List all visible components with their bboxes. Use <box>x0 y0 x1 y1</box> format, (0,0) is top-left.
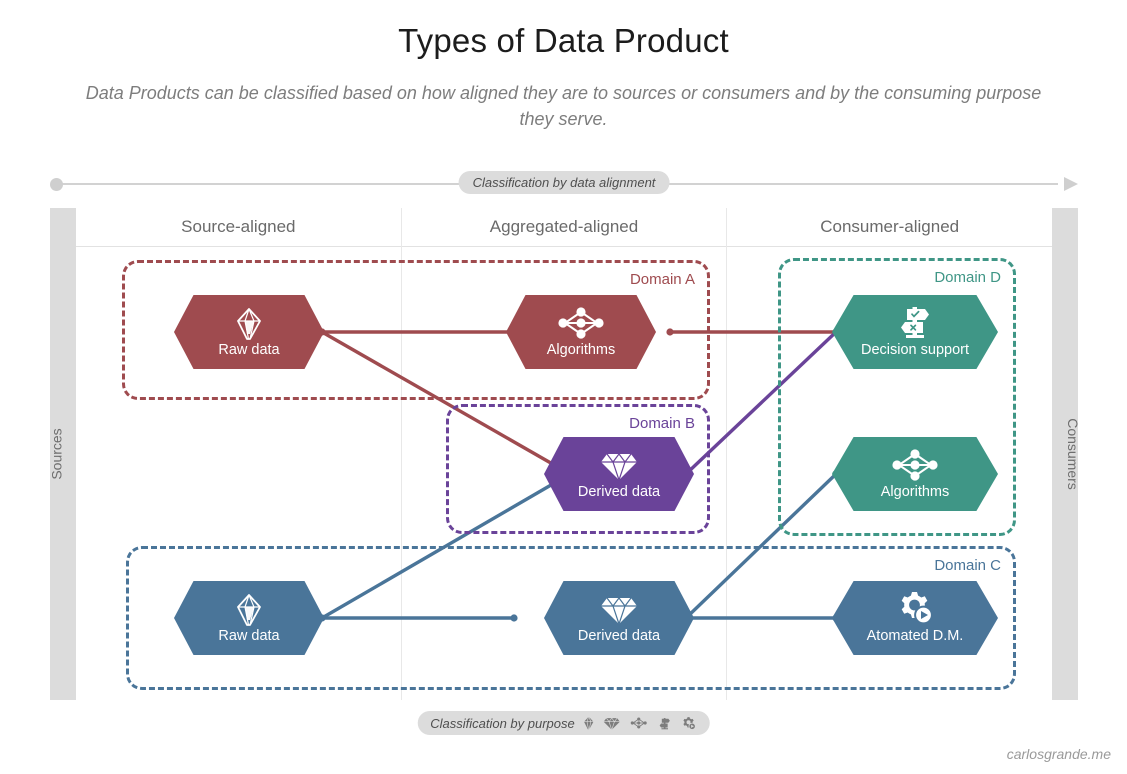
node-derived-data-domain-b[interactable]: Derived data <box>544 437 694 511</box>
raw-crystal-icon <box>583 715 595 731</box>
alignment-axis-label: Classification by data alignment <box>458 171 670 194</box>
node-label: Algorithms <box>546 342 616 358</box>
alignment-axis: Classification by data alignment <box>50 171 1078 194</box>
raw-crystal-icon <box>235 592 263 626</box>
domain-label-d: Domain D <box>934 269 1001 286</box>
node-label: Algorithms <box>880 484 950 500</box>
purpose-legend: Classification by purpose <box>417 711 710 735</box>
page-subtitle: Data Products can be classified based on… <box>85 83 1042 130</box>
domain-box-b: Domain B <box>446 404 710 534</box>
node-decision-support-domain-d[interactable]: Decision support <box>832 295 998 369</box>
raw-crystal-icon <box>235 306 263 340</box>
node-raw-data-domain-a[interactable]: Raw data <box>174 295 324 369</box>
domain-label-c: Domain C <box>934 557 1001 574</box>
signpost-icon <box>657 716 673 731</box>
column-header-consumer-aligned: Consumer-aligned <box>726 208 1052 246</box>
gear-play-icon <box>895 592 935 626</box>
node-algorithms-domain-d[interactable]: Algorithms <box>832 437 998 511</box>
domain-box-a: Domain A <box>122 260 710 400</box>
algorithm-nodes-icon <box>553 306 609 340</box>
consumers-bar <box>1052 208 1078 700</box>
node-label: Decision support <box>861 342 969 358</box>
domain-box-d: Domain D <box>778 258 1016 536</box>
node-label: Raw data <box>218 628 280 644</box>
credit-text: carlosgrande.me <box>1006 746 1111 762</box>
dot-icon <box>50 178 63 191</box>
domain-label-a: Domain A <box>629 271 695 288</box>
diamond-icon <box>599 592 639 626</box>
node-derived-data-domain-c[interactable]: Derived data <box>544 581 694 655</box>
node-automated-dm-domain-c[interactable]: Atomated D.M. <box>832 581 998 655</box>
purpose-legend-label: Classification by purpose <box>430 715 575 731</box>
node-raw-data-domain-c[interactable]: Raw data <box>174 581 324 655</box>
column-header-row: Source-aligned Aggregated-aligned Consum… <box>76 208 1052 247</box>
sources-label: Sources <box>48 428 65 480</box>
diamond-icon <box>603 716 621 731</box>
sources-bar <box>50 208 76 700</box>
node-label: Atomated D.M. <box>866 628 964 644</box>
node-algorithms-domain-a[interactable]: Algorithms <box>506 295 656 369</box>
gear-play-icon <box>681 716 697 731</box>
domain-label-b: Domain B <box>629 415 695 432</box>
consumers-label: Consumers <box>1065 418 1082 490</box>
column-header-source-aligned: Source-aligned <box>181 217 296 236</box>
diamond-icon <box>599 448 639 482</box>
page-title: Types of Data Product <box>398 22 729 59</box>
algorithm-nodes-icon <box>887 448 943 482</box>
diagram-frame: Sources Consumers Source-aligned Aggrega… <box>48 208 1082 700</box>
node-label: Derived data <box>577 628 661 644</box>
algorithm-nodes-icon <box>629 716 649 730</box>
domain-box-c: Domain C <box>126 546 1016 690</box>
node-label: Derived data <box>577 484 661 500</box>
arrow-right-icon <box>1064 177 1078 191</box>
node-label: Raw data <box>218 342 280 358</box>
signpost-icon <box>893 306 937 340</box>
column-header-aggregated-aligned: Aggregated-aligned <box>400 208 727 246</box>
